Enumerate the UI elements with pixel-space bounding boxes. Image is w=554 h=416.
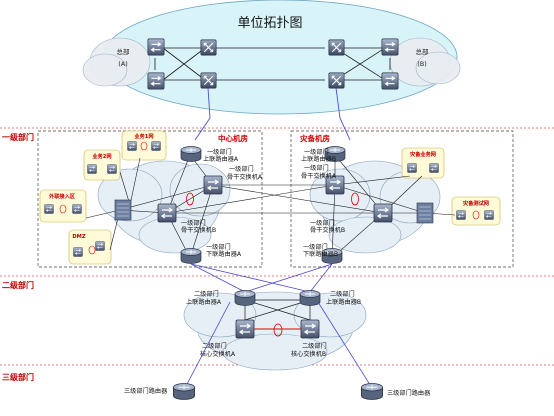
l2-core-b-label-1: 二级部门 bbox=[302, 342, 327, 350]
ext-switch-a-icon bbox=[44, 204, 54, 214]
center-lower-router-icon bbox=[180, 248, 202, 264]
backup-core-switch-b-icon bbox=[373, 203, 393, 223]
hq-a-router-2-icon bbox=[200, 72, 217, 89]
service-box-dmz-label: DMZ bbox=[72, 234, 85, 240]
center-redundancy-ring bbox=[186, 192, 194, 206]
hq-cloud bbox=[82, 0, 461, 115]
backup-test-switch-a-icon bbox=[456, 210, 466, 220]
service-box-backup-test-label: 灾备测试网 bbox=[463, 199, 489, 207]
l3-router-left-label: 三级部门路由器 bbox=[124, 387, 168, 395]
backup-lower-router-label-2: 下联路由器B bbox=[303, 250, 338, 258]
ext-switch-b-icon bbox=[72, 204, 82, 214]
backup-room-box bbox=[290, 130, 514, 268]
backup-upper-router-label-1: 一级部门 bbox=[304, 148, 329, 156]
l3-router-right-label: 三级部门路由器 bbox=[387, 389, 431, 397]
center-upper-router-label-1: 一级部门 bbox=[207, 148, 232, 156]
backup-core-b-label-2: 骨干交换机B bbox=[310, 226, 345, 234]
service-box-biz1-label: 业务1网 bbox=[134, 132, 153, 140]
center-core-a-label-1: 一级部门 bbox=[229, 165, 254, 173]
backup-test-switch-b-icon bbox=[484, 210, 494, 220]
tier-level2-label: 二级部门 bbox=[2, 280, 34, 290]
service-box-backup-biz: 灾备业务网 bbox=[401, 147, 445, 179]
hq-b-sub-label: (B) bbox=[417, 60, 427, 68]
hq-b-switch-2-icon bbox=[381, 72, 399, 90]
service-box-backup-biz-label: 灾备业务网 bbox=[410, 150, 436, 158]
center-core-switch-b-icon bbox=[157, 203, 177, 223]
hq-a-label: 总部 bbox=[117, 47, 131, 56]
backup-room-label: 灾备机房 bbox=[300, 133, 330, 143]
level1-to-level2-links bbox=[190, 263, 333, 293]
l2-core-a-label-1: 二级部门 bbox=[202, 342, 227, 350]
backup-core-b-label-1: 一级部门 bbox=[310, 219, 335, 227]
l3-router-left-icon bbox=[172, 383, 196, 400]
service-box-backup-test: 灾备测试网 bbox=[451, 196, 501, 226]
backup-firewall-icon bbox=[416, 202, 434, 224]
l2-router-b-label-2: 上联路由器B bbox=[326, 298, 361, 306]
l2-router-b-icon bbox=[299, 290, 321, 306]
center-core-b-label-2: 骨干交换机B bbox=[181, 226, 216, 234]
l3-router-right-icon bbox=[360, 383, 384, 400]
l2-router-a-label-1: 二级部门 bbox=[194, 290, 219, 298]
service-box-ext-label: 外联接入区 bbox=[49, 192, 76, 200]
backup-redundancy-ring bbox=[351, 192, 359, 206]
l2-router-a-icon bbox=[234, 290, 256, 306]
center-firewall-icon bbox=[114, 199, 132, 221]
hq-a-switch-1-icon bbox=[147, 38, 165, 56]
center-lower-router-label-2: 下联路由器A bbox=[206, 250, 242, 258]
center-upper-router-icon bbox=[180, 146, 202, 162]
dmz-switch-b-icon bbox=[95, 241, 105, 251]
backup-devices bbox=[321, 146, 434, 264]
hq-b-router-2-icon bbox=[328, 72, 345, 89]
backup-biz-switch-b-icon bbox=[429, 163, 439, 173]
biz2-switch-b-icon bbox=[107, 164, 117, 174]
service-box-dmz: DMZ bbox=[68, 229, 112, 265]
hq-a-sub-label: (A) bbox=[118, 60, 128, 68]
biz2-switch-a-icon bbox=[87, 164, 97, 174]
tier-level3-label: 三级部门 bbox=[2, 372, 34, 382]
center-room-label: 中心机房 bbox=[218, 133, 248, 143]
l2-core-switch-b-icon bbox=[300, 319, 320, 339]
hq-b-router-1-icon bbox=[328, 39, 345, 56]
service-box-biz2: 业务2网 bbox=[83, 149, 121, 181]
center-devices bbox=[114, 146, 223, 264]
tier-level1-label: 一级部门 bbox=[2, 132, 34, 142]
service-box-ext: 外联接入区 bbox=[39, 189, 87, 223]
biz1-switch-a-icon bbox=[127, 141, 137, 151]
center-core-switch-a-icon bbox=[203, 175, 223, 195]
level2-redundancy-ring bbox=[273, 323, 283, 337]
service-box-biz2-label: 业务2网 bbox=[92, 152, 111, 160]
center-cloud bbox=[97, 160, 231, 254]
backup-core-label: 骨干交换机A bbox=[301, 172, 337, 180]
center-core-a-label-2: 骨干交换机A bbox=[227, 173, 263, 181]
hq-a-switch-2-icon bbox=[147, 72, 165, 90]
hq-b-switch-1-icon bbox=[381, 38, 399, 56]
level2-links bbox=[244, 299, 311, 321]
backup-biz-switch-a-icon bbox=[407, 163, 417, 173]
center-lower-router-label-1: 一级部门 bbox=[206, 243, 231, 251]
hq-a-router-1-icon bbox=[200, 39, 217, 56]
l2-core-a-label-2: 核心交换机A bbox=[200, 350, 236, 358]
center-core-b-label-1: 一级部门 bbox=[181, 219, 206, 227]
diagram-title: 单位拓扑图 bbox=[237, 16, 302, 31]
backup-upper-router-label-2: 上联路由器B bbox=[301, 155, 336, 163]
hq-b-label: 总部 bbox=[416, 47, 430, 56]
service-box-biz1: 业务1网 bbox=[121, 130, 167, 161]
level2-to-level3-links bbox=[184, 301, 373, 389]
biz1-switch-b-icon bbox=[151, 141, 161, 151]
backup-lower-router-label-1: 一级部门 bbox=[303, 243, 328, 251]
hq-links bbox=[154, 47, 391, 81]
center-upper-router-label-2: 上联路由器A bbox=[203, 155, 239, 163]
wan-links bbox=[194, 87, 351, 141]
backup-upper-router-label-3: 一级部门 bbox=[304, 164, 329, 172]
l2-core-switch-a-icon bbox=[235, 319, 255, 339]
l2-router-b-label-1: 二级部门 bbox=[330, 290, 355, 298]
dmz-switch-a-icon bbox=[73, 247, 83, 257]
l2-core-b-label-2: 核心交换机B bbox=[291, 350, 326, 358]
l2-router-a-label-2: 上联路由器A bbox=[186, 298, 222, 306]
